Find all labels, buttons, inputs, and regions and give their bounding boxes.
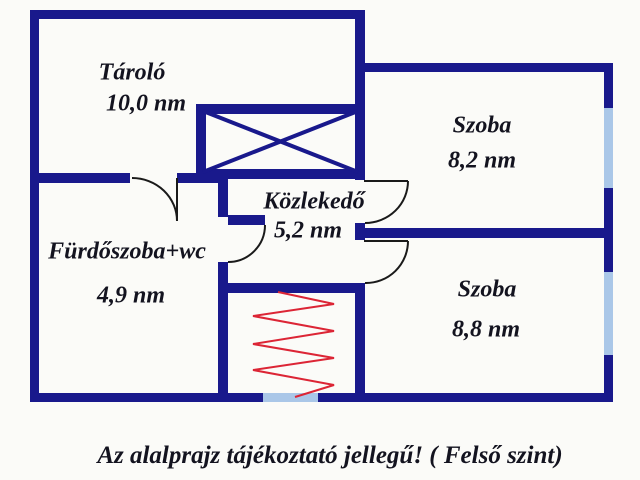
window-right-lower [604,272,613,355]
door-leaf-bathroom [228,215,265,225]
wall-outer-bottom [30,393,613,402]
room-label-furdoszoba: Fürdőszoba+wc [48,238,206,265]
door-arc-storage-bath [131,177,178,222]
shaft-box-left [196,104,206,178]
wall-bath-east-lower [218,262,228,393]
wall-outer-top [30,10,365,19]
wall-bath-east-upper [218,173,228,217]
shaft-box-bottom [196,169,365,179]
room-label-szoba-also: Szoba [457,276,517,303]
wall-stairs-top [218,283,365,293]
shaft-box-top [196,104,365,114]
room-label-tarolo: Tároló [98,59,166,86]
shaft-cross-diagonal [202,109,359,174]
wall-hall-east-lower [355,283,365,393]
wall-top-right-room [360,63,613,72]
room-label-szoba-felso: Szoba [452,112,512,139]
window-bottom [263,393,318,402]
wall-storage-south-a [30,173,130,183]
wall-room-divider [360,228,604,238]
room-area-furdoszoba: 4,9 nm [96,282,166,309]
wall-outer-right [604,63,613,402]
wall-storage-south-b [177,173,228,183]
shaft-cross-diagonal [202,109,359,174]
room-area-szoba-felso: 8,2 nm [447,147,517,174]
wall-outer-left [30,10,39,402]
door-arc-room-upper [364,180,409,224]
room-area-tarolo: 10,0 nm [105,90,187,117]
room-label-kozlekedo: Közlekedő [263,188,365,215]
door-arc-room-lower [364,240,409,285]
door-arc-bathroom [227,224,266,263]
room-area-szoba-also: 8,8 nm [451,316,521,343]
room-area-kozlekedo: 5,2 nm [273,217,343,244]
window-right-upper [604,108,613,188]
plan-caption: Az alalprajz tájékoztató jellegű! ( Fels… [97,442,563,469]
stairs-symbol [252,291,335,398]
wall-hall-east-upper [355,10,365,180]
